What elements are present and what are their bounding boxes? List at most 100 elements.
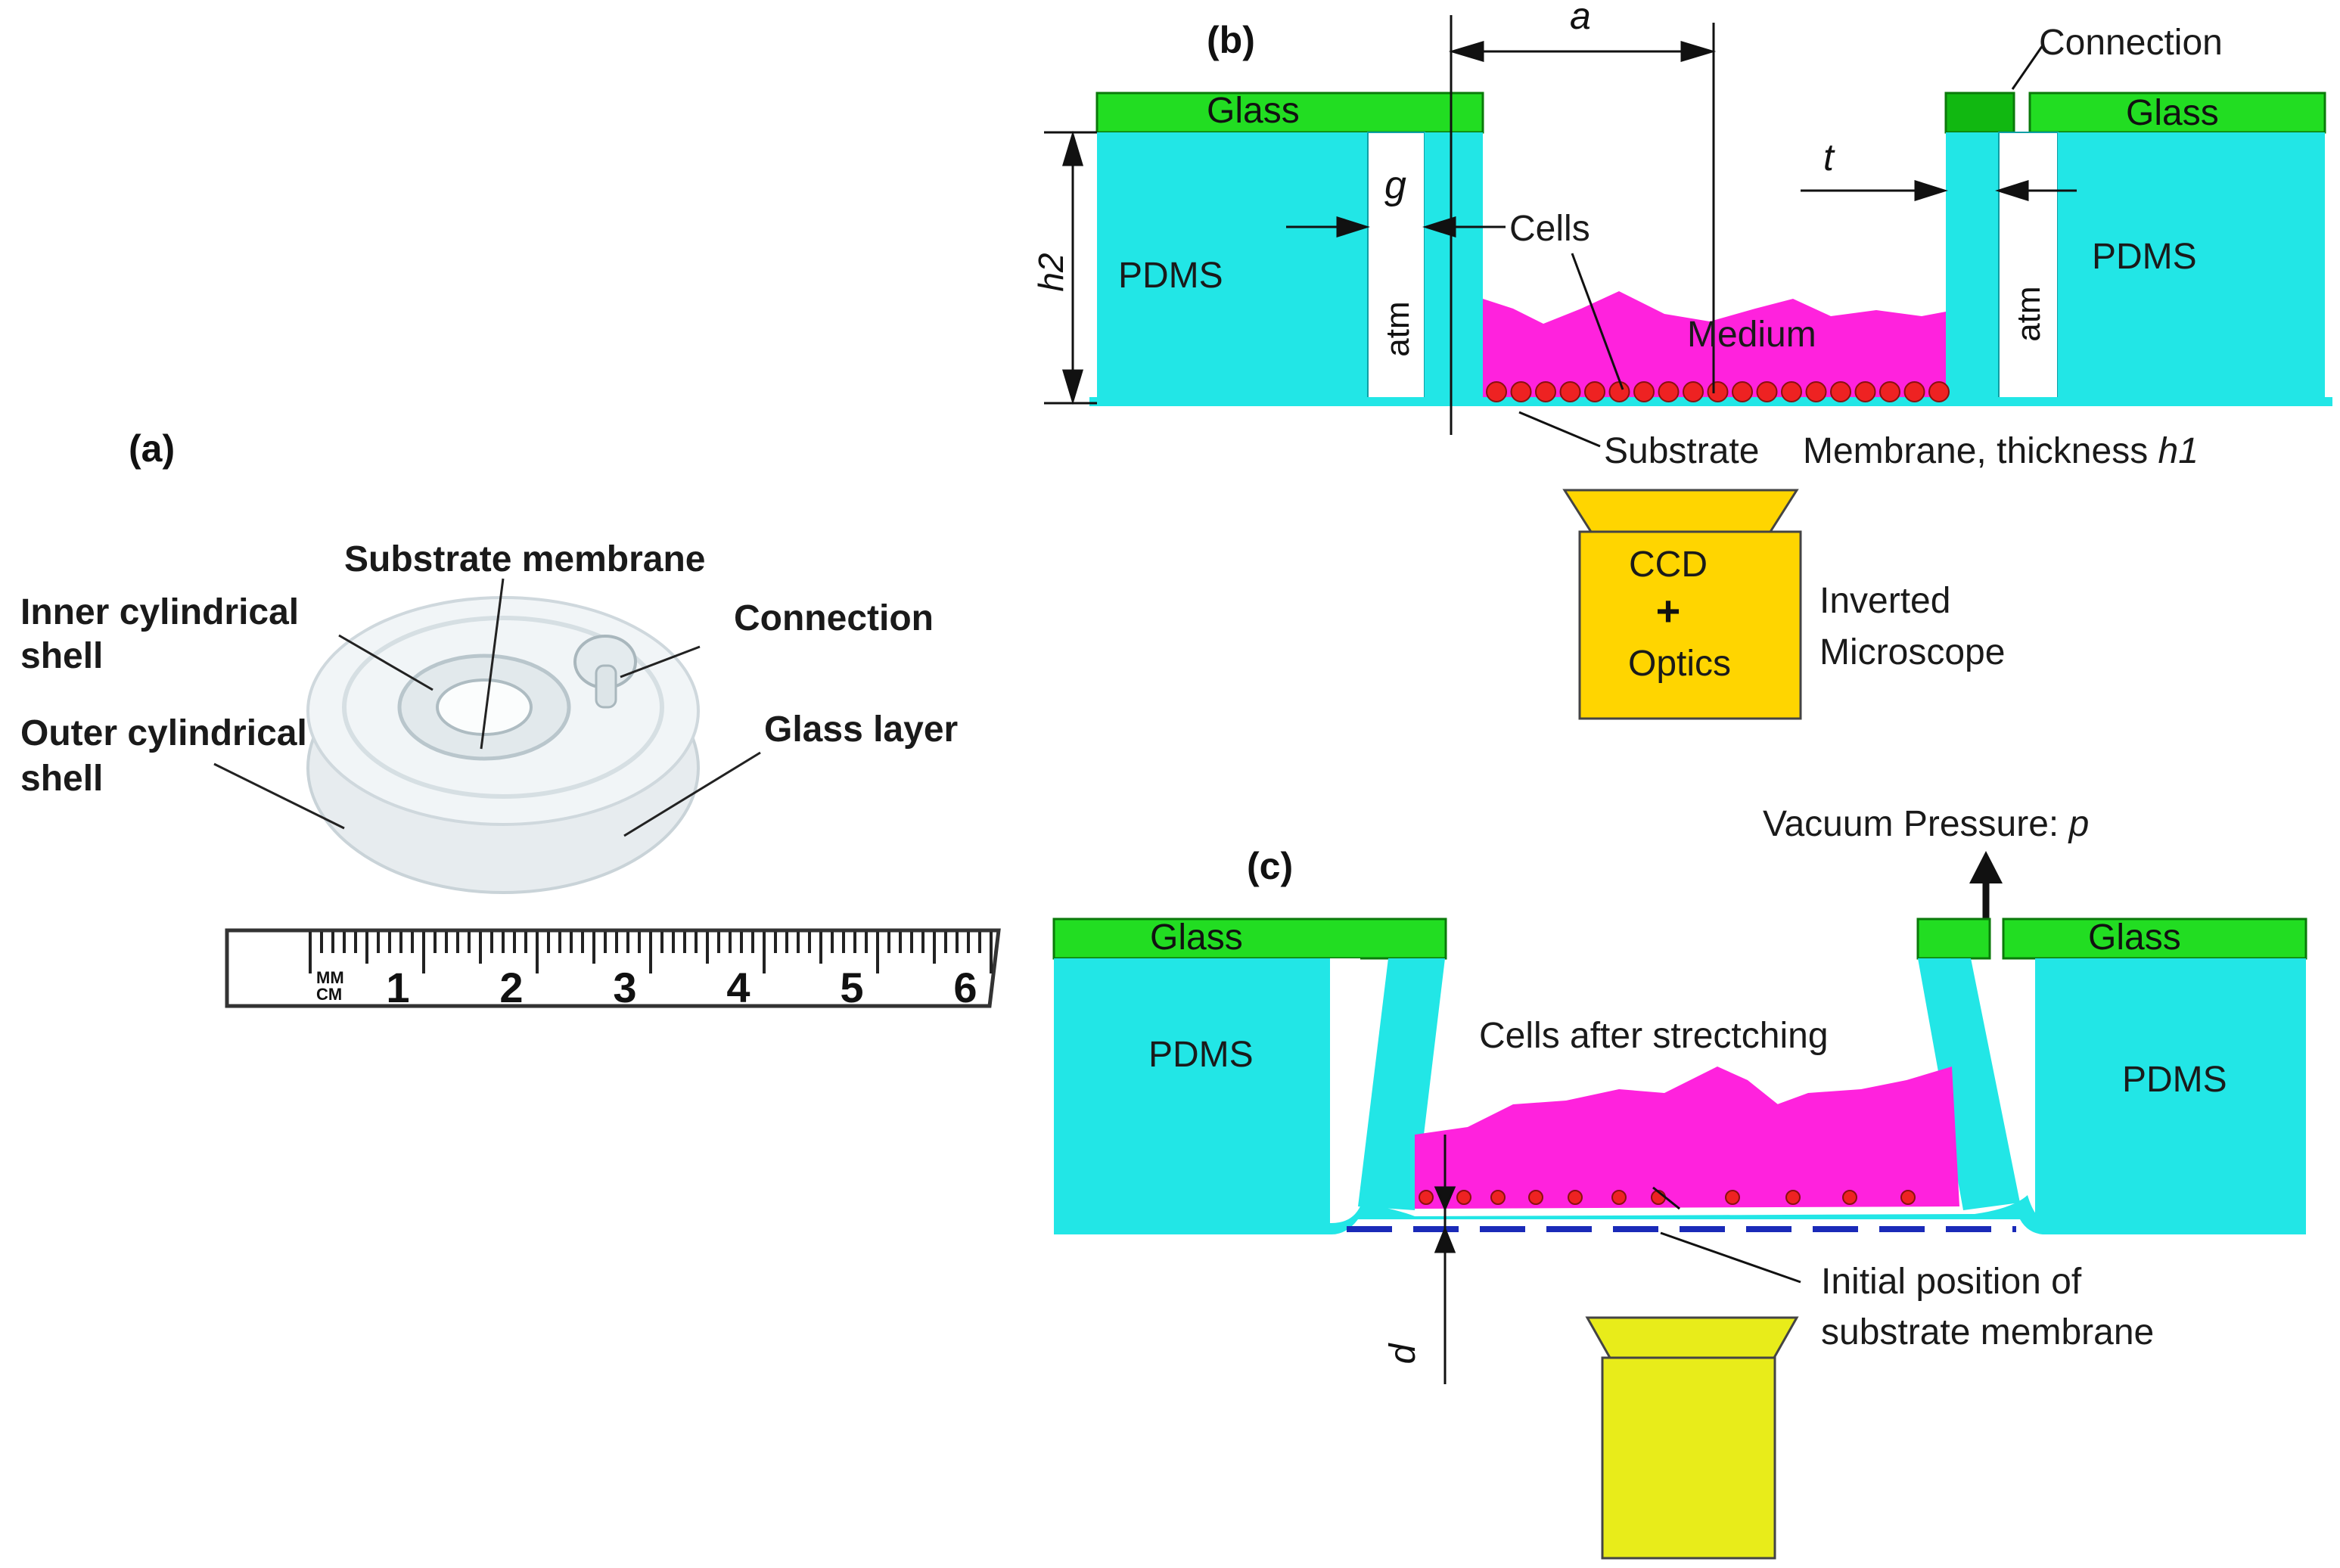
- ruler-number-6: 6: [953, 964, 977, 1011]
- cell-b: [1781, 381, 1802, 402]
- panel-label-c: (c): [1247, 845, 1293, 887]
- device-photo: [306, 596, 700, 894]
- glass-left-label-b: Glass: [1207, 91, 1300, 131]
- cell-c: [1725, 1190, 1740, 1205]
- microscope-objective-c: [1585, 1316, 1799, 1359]
- cell-b: [1486, 381, 1507, 402]
- glass-left-c: [1052, 918, 1447, 960]
- ruler-number-1: 1: [386, 964, 409, 1011]
- glass-right-label-b: Glass: [2126, 93, 2219, 133]
- cell-c: [1900, 1190, 1916, 1205]
- inner-shell-right-c: [1918, 958, 2020, 1210]
- cell-b: [1879, 381, 1900, 402]
- dimension-d: [1434, 1135, 1801, 1384]
- pdms-right-label-c: PDMS: [2122, 1060, 2227, 1100]
- schematic-c: [1052, 851, 2307, 1234]
- cell-b: [1854, 381, 1876, 402]
- cells-row-b: [1486, 381, 1950, 402]
- cell-c: [1490, 1190, 1506, 1205]
- glass-left-b: [1095, 92, 1484, 134]
- cell-b: [1584, 381, 1605, 402]
- ruler-number-3: 3: [613, 964, 636, 1011]
- cell-b: [1633, 381, 1655, 402]
- label-inner-shell-2: shell: [20, 636, 103, 676]
- initial-position-label-1: Initial position of: [1821, 1262, 2082, 1302]
- optics-label: Optics: [1628, 644, 1731, 684]
- label-inner-shell-1: Inner cylindrical: [20, 592, 299, 632]
- ruler-unit-mm: MM: [316, 968, 344, 987]
- inverted-label: Inverted: [1819, 581, 1950, 621]
- vacuum-label: Vacuum Pressure: p: [1763, 804, 2089, 844]
- microscope-body-c: [1601, 1356, 1776, 1560]
- atm-gap-right-b: [1998, 132, 2059, 405]
- schematic-b: [1089, 92, 2332, 406]
- label-glass-layer: Glass layer: [764, 709, 958, 750]
- pdms-left-block-c: [1054, 958, 1330, 1223]
- ccd-label: CCD: [1629, 545, 1708, 585]
- microscope-objective-b: [1562, 489, 1799, 533]
- dim-d-label: d: [1383, 1343, 1423, 1364]
- membrane-thickness-label-b: Membrane, thickness h1: [1803, 431, 2199, 471]
- cells-row-c: [1419, 1190, 1916, 1205]
- pdms-left-label-c: PDMS: [1148, 1035, 1254, 1075]
- microscope-b: [1562, 489, 1802, 720]
- cell-c: [1456, 1190, 1471, 1205]
- microscope-c: [1585, 1316, 1799, 1560]
- medium-label-b: Medium: [1687, 315, 1816, 355]
- glass-right-c: [2002, 918, 2307, 960]
- ruler: MM CM 1 2 3 4 5 6: [225, 928, 1001, 1011]
- cell-b: [1903, 381, 1925, 402]
- dim-h2-label: h2: [1031, 253, 1071, 291]
- cell-b: [1510, 381, 1532, 402]
- atm-left-label-b: atm: [1379, 301, 1416, 356]
- label-outer-shell-1: Outer cylindrical: [20, 713, 307, 753]
- cell-c: [1568, 1190, 1583, 1205]
- glass-right-label-c: Glass: [2088, 918, 2181, 958]
- ruler-number-2: 2: [499, 964, 523, 1011]
- plus-label: +: [1656, 587, 1681, 635]
- dim-a-label: a: [1570, 0, 1591, 37]
- microscope-body-b: [1578, 530, 1802, 720]
- label-substrate-membrane: Substrate membrane: [344, 539, 706, 579]
- dim-g-label: g: [1384, 163, 1406, 207]
- label-connection-a: Connection: [734, 598, 934, 638]
- panel-label-a: (a): [129, 427, 175, 470]
- connection-label-b: Connection: [2039, 23, 2223, 63]
- cell-b: [1805, 381, 1827, 402]
- cell-b: [1559, 381, 1581, 402]
- atm-gap-left-b: [1367, 132, 1425, 405]
- pdms-right-block-c: [2035, 958, 2306, 1223]
- substrate-label-b: Substrate: [1604, 431, 1759, 471]
- glass-connection-b: [1944, 92, 2015, 134]
- cell-b: [1928, 381, 1950, 402]
- cell-b: [1756, 381, 1778, 402]
- inner-shell-left-b: [1425, 132, 1483, 405]
- label-outer-shell-2: shell: [20, 759, 103, 799]
- cell-b: [1732, 381, 1753, 402]
- ruler-number-5: 5: [840, 964, 863, 1011]
- ruler-number-4: 4: [726, 964, 750, 1011]
- cells-after-label: Cells after strectching: [1479, 1016, 1829, 1056]
- pdms-left-label-b: PDMS: [1118, 256, 1223, 296]
- cell-b: [1658, 381, 1680, 402]
- cell-c: [1842, 1190, 1857, 1205]
- cell-b: [1608, 381, 1630, 402]
- vacuum-arrow-head: [1969, 851, 2003, 883]
- ruler-unit-cm: CM: [316, 985, 342, 1004]
- microscope-label: Microscope: [1819, 632, 2005, 672]
- pdms-right-label-b: PDMS: [2092, 237, 2197, 277]
- cell-c: [1528, 1190, 1543, 1205]
- photo-leader-lines: [213, 578, 761, 837]
- cell-b: [1830, 381, 1851, 402]
- substrate-membrane-b: [1089, 397, 2332, 406]
- cell-b: [1535, 381, 1556, 402]
- atm-gap-left-c: [1330, 958, 1360, 1223]
- initial-position-label-2: substrate membrane: [1821, 1312, 2154, 1352]
- medium-c: [1415, 1067, 1959, 1209]
- substrate-membrane-photo: [436, 678, 533, 736]
- cell-b: [1683, 381, 1704, 402]
- glass-connection-c: [1916, 918, 1991, 960]
- pdms-left-block-b: [1097, 132, 1368, 405]
- cell-b: [1707, 381, 1729, 402]
